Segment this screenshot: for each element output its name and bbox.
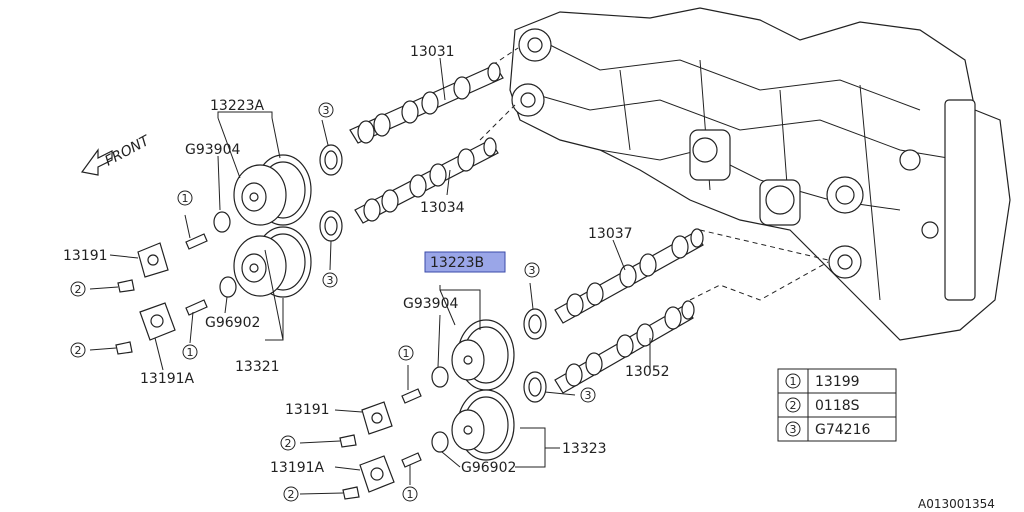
label-13191-upper: 13191 xyxy=(63,248,108,264)
label-13191-lower: 13191 xyxy=(285,402,330,418)
callout-3: 3 xyxy=(327,274,334,287)
label-13031: 13031 xyxy=(410,44,455,60)
callout-3: 3 xyxy=(323,104,330,117)
callout-2: 2 xyxy=(288,488,295,501)
label-13037: 13037 xyxy=(588,226,633,242)
callout-2: 2 xyxy=(75,283,82,296)
highlight-13223B[interactable]: 13223B xyxy=(424,251,506,273)
label-13323: 13323 xyxy=(562,441,607,457)
legend-part-1: 13199 xyxy=(815,374,860,390)
label-13223A: 13223A xyxy=(210,98,265,114)
label-13034: 13034 xyxy=(420,200,465,216)
callout-1: 1 xyxy=(403,347,410,360)
label-g96902-upper: G96902 xyxy=(205,315,260,331)
camshaft-13034 xyxy=(354,137,499,224)
sprocket-13223A-lower xyxy=(233,226,312,298)
label-g96902-lower: G96902 xyxy=(461,460,516,476)
legend-part-3: G74216 xyxy=(815,422,870,438)
label-g93904-upper: G93904 xyxy=(185,142,240,158)
legend-part-2: 0118S xyxy=(815,398,860,414)
diagram-id: A013001354 xyxy=(918,497,995,511)
part-labels: 13031 13034 13037 13052 13223A G93904 G9… xyxy=(63,44,995,511)
callout-3: 3 xyxy=(529,264,536,277)
callout-1: 1 xyxy=(187,346,194,359)
legend-num-3: 3 xyxy=(790,423,797,436)
sprocket-13223B-upper xyxy=(451,319,515,391)
callouts: 1 1 1 1 2 2 2 2 3 3 3 3 xyxy=(70,102,596,502)
bolts-and-plates xyxy=(115,233,422,500)
callout-3: 3 xyxy=(585,389,592,402)
callout-2: 2 xyxy=(75,344,82,357)
front-arrow: FRONT xyxy=(80,132,153,176)
o-rings xyxy=(213,211,449,453)
cylinder-head-illustration xyxy=(509,7,1011,341)
camshaft-13037 xyxy=(554,228,704,324)
label-13052: 13052 xyxy=(625,364,670,380)
callout-1: 1 xyxy=(182,192,189,205)
camshaft-13031 xyxy=(349,62,504,144)
leader-lines xyxy=(89,57,651,495)
sprocket-13223B-lower xyxy=(451,389,515,461)
oil-seals xyxy=(319,144,547,403)
label-13191A-upper: 13191A xyxy=(140,371,195,387)
camshaft-13052 xyxy=(554,300,695,394)
label-g93904-lower: G93904 xyxy=(403,296,458,312)
callout-1: 1 xyxy=(407,488,414,501)
label-13191A-lower: 13191A xyxy=(270,460,325,476)
label-13321: 13321 xyxy=(235,359,280,375)
legend-num-2: 2 xyxy=(790,399,797,412)
sprocket-13223A-upper xyxy=(233,154,312,226)
front-label: FRONT xyxy=(102,132,153,169)
callout-2: 2 xyxy=(285,437,292,450)
legend-table: 1 13199 2 0118S 3 G74216 xyxy=(777,368,897,442)
label-13223B[interactable]: 13223B xyxy=(430,255,484,271)
legend-num-1: 1 xyxy=(790,375,797,388)
